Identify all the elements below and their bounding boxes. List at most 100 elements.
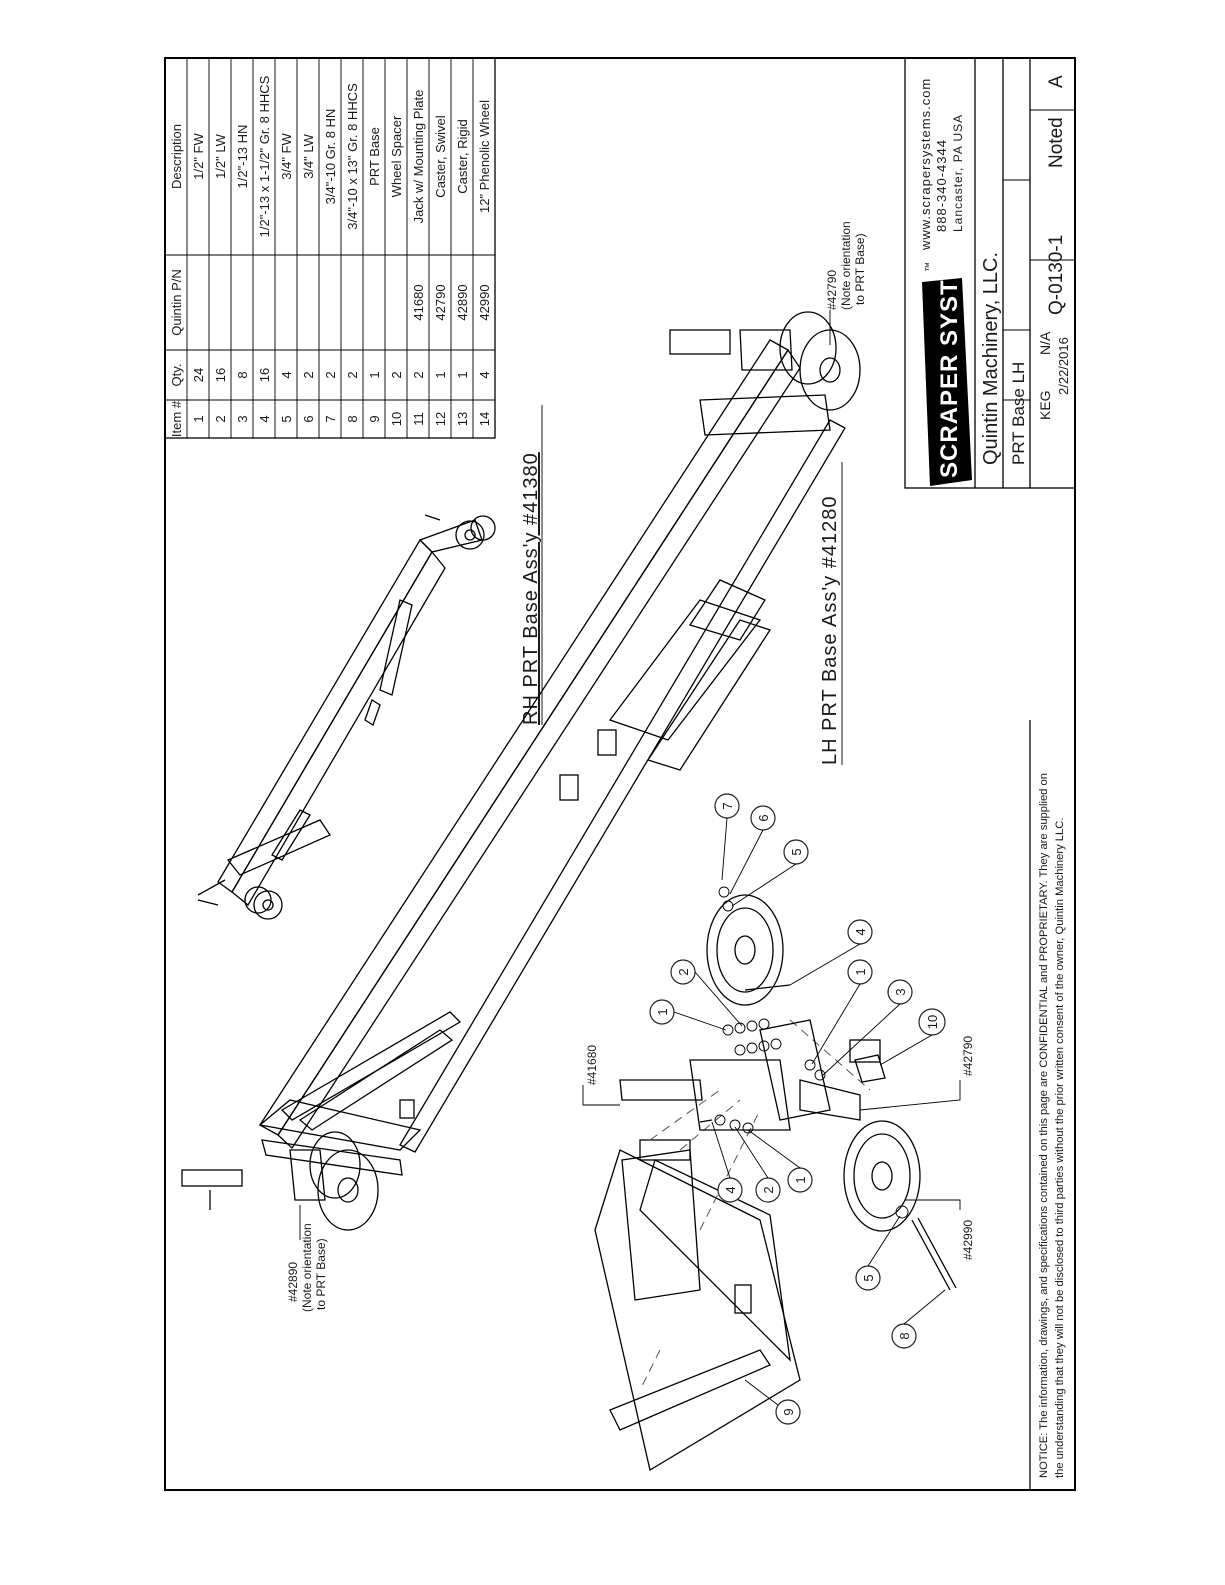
notice-line-1: NOTICE: The information, drawings, and s…	[1038, 773, 1050, 1478]
bom-cell-desc: 1/2" FW	[191, 133, 206, 180]
bom-cell-qty: 2	[411, 371, 426, 378]
bom-cell-qty: 1	[433, 371, 448, 378]
bom-cell-item: 10	[389, 412, 404, 426]
bom-cell-desc: PRT Base	[367, 127, 382, 186]
callouts: #42790 (Note orientation to PRT Base) #4…	[286, 221, 975, 1312]
callout-42890-0: #42890	[286, 1262, 300, 1302]
bom-cell-desc: 3/4" LW	[301, 133, 316, 179]
rh-assembly-caption: RH PRT Base Ass'y #41380	[520, 452, 542, 725]
bom-cell-item: 3	[235, 415, 250, 422]
revision: A	[1046, 75, 1067, 88]
bom-cell-pn: 42890	[455, 284, 470, 320]
bom-cell-desc: Caster, Rigid	[455, 119, 470, 193]
callout-42990: #42990	[961, 1220, 975, 1260]
svg-text:10: 10	[925, 1015, 940, 1029]
bom-header-item: Item #	[169, 400, 184, 437]
title-block: SCRAPER SYSTEMS ™ www.scrapersystems.com…	[904, 57, 1076, 489]
bom-cell-qty: 24	[191, 368, 206, 382]
bom-header-qty: Qty.	[169, 364, 184, 387]
logo-brand: SCRAPER SYSTEMS	[936, 224, 963, 478]
bom-cell-qty: 2	[345, 371, 360, 378]
bom-cell-item: 6	[301, 415, 316, 422]
bom-cell-qty: 1	[455, 371, 470, 378]
callout-42890-1: (Note orientation	[300, 1223, 314, 1312]
balloon-1-top: 1	[649, 999, 727, 1031]
svg-text:8: 8	[897, 1332, 912, 1339]
svg-text:2: 2	[761, 1186, 776, 1193]
balloon-1-mid: 1	[811, 959, 873, 1065]
callout-42790-top-1: (Note orientation	[839, 221, 853, 310]
bom-cell-qty: 4	[477, 371, 492, 378]
balloon-4-bottom: 4	[711, 1121, 743, 1203]
project-code: Q-0130-1	[1046, 235, 1067, 315]
bom-cell-desc: Wheel Spacer	[389, 115, 404, 197]
balloon-2-top: 2	[670, 959, 743, 1027]
bom-header-desc: Description	[169, 124, 184, 189]
item-balloons: 7 6 5 4 2 1 1 3 10 4 2 1 5 8 9	[649, 793, 946, 1425]
drawing-title: PRT Base LH	[1009, 362, 1028, 465]
bom-cell-item: 12	[433, 412, 448, 426]
balloon-9: 9	[744, 1379, 801, 1425]
balloon-6: 6	[729, 805, 776, 895]
bom-cell-desc: 1/2"-13 HN	[235, 125, 250, 189]
bom-cell-desc: 12" Phenolic Wheel	[477, 100, 492, 213]
callout-41680: #41680	[585, 1045, 599, 1085]
callout-42790-top-0: #42790	[825, 270, 839, 310]
balloon-5-top: 5	[731, 839, 809, 907]
logo-tm: ™	[924, 262, 935, 272]
bom-cell-qty: 16	[257, 368, 272, 382]
bom-cell-pn: 41680	[411, 284, 426, 320]
svg-text:4: 4	[853, 928, 868, 935]
bom-cell-pn: 42990	[477, 284, 492, 320]
bom-header-pn: Quintin P/N	[169, 269, 184, 335]
phone: 888-340-4344	[934, 139, 949, 232]
balloon-2-bottom: 2	[734, 1126, 781, 1203]
balloon-5-bottom: 5	[855, 1215, 901, 1291]
bom-cell-item: 7	[323, 415, 338, 422]
scraper-systems-logo: SCRAPER SYSTEMS ™	[922, 224, 972, 486]
svg-text:3: 3	[893, 988, 908, 995]
bom-cell-item: 11	[411, 412, 426, 426]
svg-text:9: 9	[781, 1408, 796, 1415]
svg-text:4: 4	[723, 1186, 738, 1193]
balloon-8: 8	[891, 1289, 946, 1349]
bom-cell-item: 13	[455, 412, 470, 426]
balloon-10: 10	[879, 1008, 946, 1066]
balloon-1-bottom: 1	[747, 1129, 813, 1193]
svg-text:2: 2	[676, 968, 691, 975]
website: www.scrapersystems.com	[918, 78, 933, 251]
bom-cell-item: 4	[257, 415, 272, 422]
date: 2/22/2016	[1056, 337, 1071, 395]
bom-cell-qty: 2	[389, 371, 404, 378]
svg-text:7: 7	[720, 802, 735, 809]
drawn-by: KEG	[1037, 390, 1053, 420]
bom-cell-item: 2	[213, 415, 228, 422]
bom-cell-item: 5	[279, 415, 294, 422]
scale: N/A	[1037, 331, 1053, 355]
company-name: Quintin Machinery, LLC.	[980, 252, 1002, 465]
bom-cell-item: 14	[477, 412, 492, 426]
balloon-3: 3	[821, 979, 913, 1077]
svg-text:5: 5	[789, 848, 804, 855]
notice-line-2: the understanding that they will not be …	[1054, 818, 1066, 1478]
bom-cell-desc: 1/2" LW	[213, 133, 228, 179]
bom-cell-qty: 2	[323, 371, 338, 378]
rh-prt-base-drawing	[197, 514, 496, 920]
bom-cell-qty: 2	[301, 371, 316, 378]
bom-cell-desc: 3/4" FW	[279, 133, 294, 180]
bom-cell-desc: 3/4"-10 x 13" Gr. 8 HHCS	[345, 83, 360, 230]
svg-text:1: 1	[655, 1008, 670, 1015]
bom-cell-pn: 42790	[433, 284, 448, 320]
exploded-view-drawing	[594, 886, 957, 1472]
lh-prt-base-drawing	[181, 311, 861, 1231]
bom-cell-desc: Caster, Swivel	[433, 115, 448, 197]
bom-cell-qty: 4	[279, 371, 294, 378]
balloon-7: 7	[714, 793, 740, 881]
bom-cell-item: 9	[367, 415, 382, 422]
bom-cell-item: 1	[191, 415, 206, 422]
sheet-border	[164, 57, 1076, 1491]
bom-cell-qty: 8	[235, 371, 250, 378]
lh-assembly-caption: LH PRT Base Ass'y #41280	[819, 496, 841, 765]
bom-cell-desc: 3/4"-10 Gr. 8 HN	[323, 109, 338, 205]
